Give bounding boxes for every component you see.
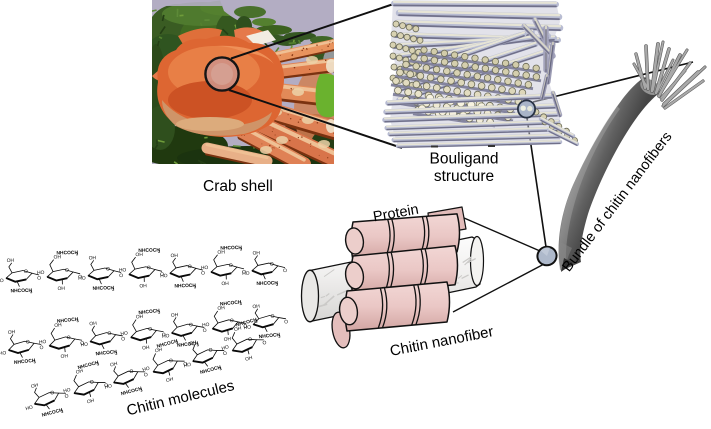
svg-text:HO: HO [0, 350, 7, 357]
svg-text:OH: OH [7, 258, 15, 264]
svg-text:O: O [270, 314, 275, 320]
svg-text:OH: OH [57, 286, 65, 292]
svg-text:OH: OH [89, 321, 97, 328]
svg-text:OH: OH [221, 281, 229, 287]
svg-text:O: O [24, 269, 28, 275]
svg-text:O: O [106, 266, 110, 272]
svg-text:HO: HO [119, 267, 127, 273]
svg-text:O: O [270, 261, 274, 267]
svg-text:OH: OH [89, 255, 97, 261]
svg-text:OH: OH [252, 250, 260, 256]
svg-text:O: O [201, 271, 205, 277]
svg-text:HO: HO [201, 265, 209, 271]
svg-text:O: O [202, 328, 207, 334]
svg-text:Crab shell: Crab shell [203, 178, 273, 195]
svg-text:HO: HO [162, 333, 170, 340]
svg-text:O: O [148, 326, 153, 332]
svg-text:OH: OH [171, 312, 179, 319]
svg-text:OH: OH [8, 329, 16, 336]
svg-text:HO: HO [37, 270, 45, 276]
svg-text:HO: HO [78, 276, 86, 282]
svg-text:HO: HO [202, 322, 210, 329]
svg-text:O: O [66, 335, 71, 341]
svg-text:HO: HO [0, 278, 4, 284]
svg-text:HO: HO [242, 271, 250, 277]
svg-text:structure: structure [434, 168, 494, 185]
svg-text:O: O [26, 339, 31, 345]
svg-text:HO: HO [120, 330, 128, 337]
svg-text:O: O [37, 275, 41, 281]
svg-text:O: O [39, 345, 44, 351]
svg-text:O: O [284, 319, 289, 325]
svg-text:OH: OH [142, 345, 150, 352]
svg-text:OH: OH [252, 303, 260, 310]
svg-text:OH: OH [170, 253, 178, 259]
svg-text:O: O [188, 264, 192, 270]
svg-text:HO: HO [160, 273, 168, 279]
svg-text:OH: OH [223, 336, 231, 343]
svg-text:O: O [229, 263, 233, 269]
svg-text:Bouligand: Bouligand [430, 151, 499, 168]
svg-text:O: O [147, 265, 151, 271]
svg-text:O: O [230, 318, 235, 324]
svg-text:O: O [189, 322, 194, 328]
svg-text:HO: HO [80, 342, 88, 349]
svg-text:O: O [107, 331, 112, 337]
svg-text:O: O [65, 268, 69, 274]
svg-text:HO: HO [39, 339, 47, 346]
svg-text:O: O [121, 336, 126, 342]
svg-text:O: O [119, 273, 123, 279]
svg-text:OH: OH [139, 283, 147, 289]
svg-text:O: O [283, 268, 287, 274]
svg-text:OH: OH [60, 353, 68, 360]
